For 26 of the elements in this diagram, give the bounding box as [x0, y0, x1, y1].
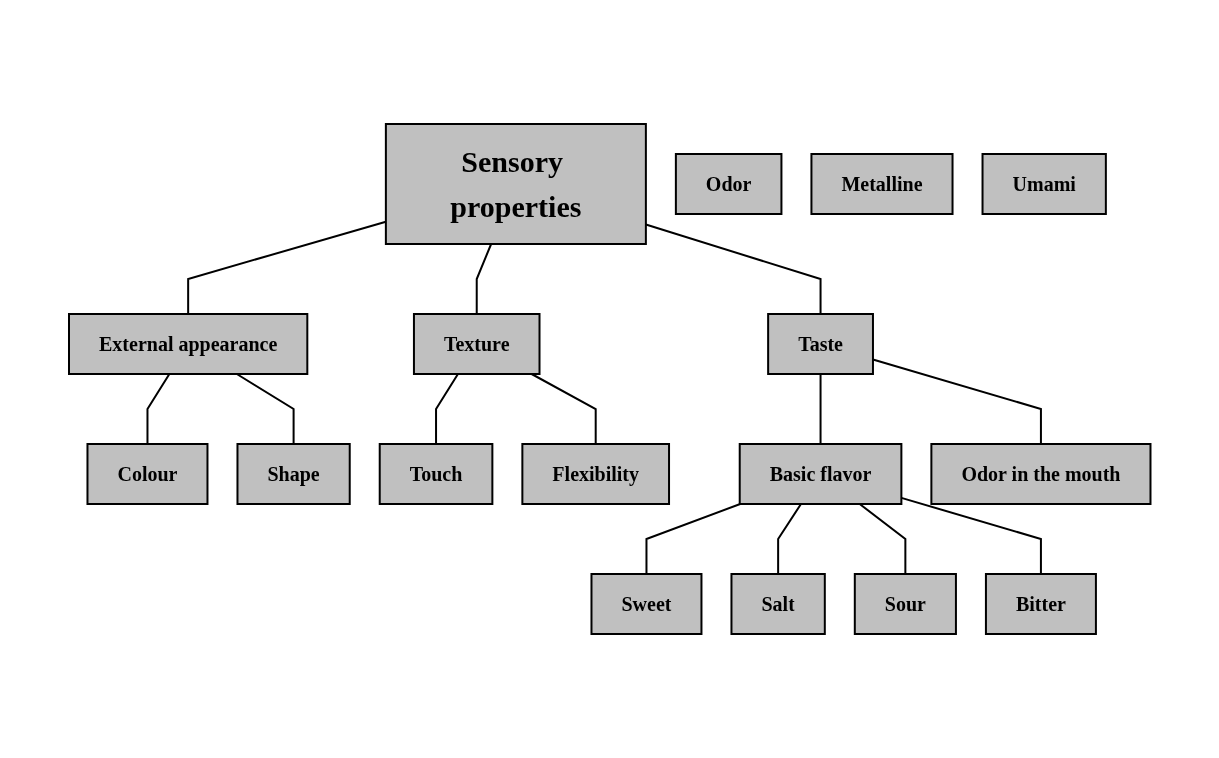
node-box: External appearance	[67, 313, 309, 375]
node-box: Sweet	[590, 573, 703, 635]
node-box: Umami	[981, 153, 1107, 215]
node-box: Texture	[412, 313, 541, 375]
connector	[235, 373, 295, 445]
connector	[776, 503, 802, 575]
node-box: Flexibility	[521, 443, 670, 505]
node-box: Odor in the mouth	[930, 443, 1152, 505]
node-box: Basic flavor	[738, 443, 903, 505]
connector	[858, 503, 907, 575]
node-box: Sensory properties	[384, 123, 647, 245]
node-box: Taste	[766, 313, 874, 375]
connector	[819, 373, 822, 445]
node-box: Odor	[674, 153, 783, 215]
node-box: Bitter	[984, 573, 1097, 635]
node-box: Shape	[236, 443, 351, 505]
connector	[475, 243, 492, 315]
connector	[434, 373, 459, 445]
node-box: Salt	[730, 573, 826, 635]
node-box: Sour	[853, 573, 957, 635]
connector	[645, 503, 741, 575]
connector	[146, 373, 171, 445]
node-box: Metalline	[810, 153, 954, 215]
node-box: Colour	[86, 443, 209, 505]
node-box: Touch	[378, 443, 494, 505]
connector	[530, 373, 597, 445]
